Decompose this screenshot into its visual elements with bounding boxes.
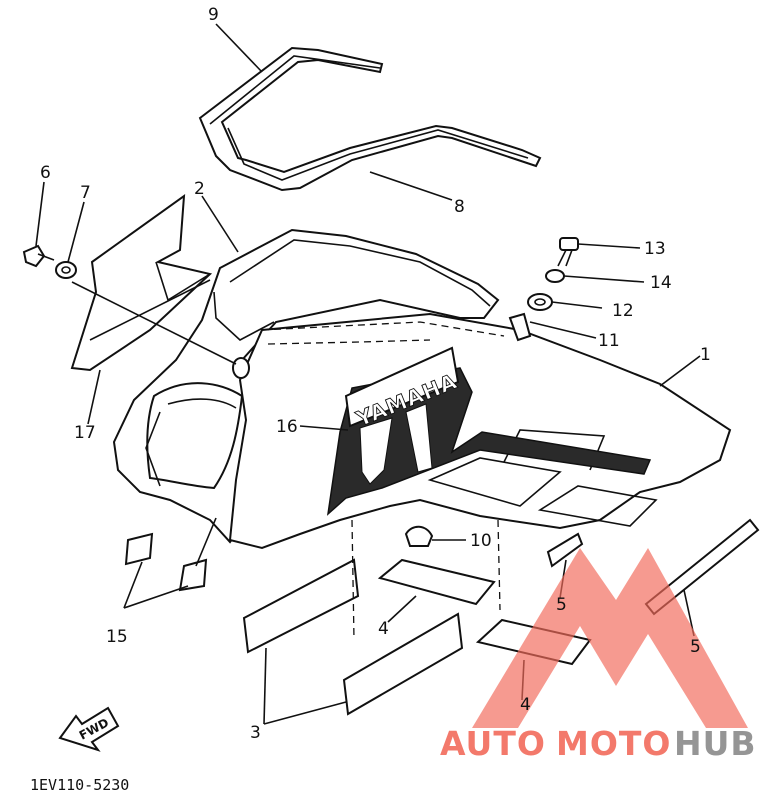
seat-trim-rail: [198, 46, 542, 192]
tail-cowl: [112, 228, 500, 544]
callout-14: 14: [650, 273, 672, 293]
bolt-13: [557, 237, 579, 267]
callout-13: 13: [644, 239, 666, 259]
grommet-left: [232, 357, 250, 379]
diagram-code: 1EV110-5230: [30, 776, 129, 794]
callout-3: 3: [250, 723, 261, 743]
bolt-6: [22, 244, 55, 268]
callout-10: 10: [470, 531, 492, 551]
watermark-text-moto: MOTO: [556, 724, 671, 763]
callout-4a: 4: [378, 619, 389, 639]
watermark-text-hub: HUB: [674, 724, 757, 763]
watermark-text-auto: AUTO: [440, 724, 546, 763]
callout-12: 12: [612, 301, 634, 321]
clip-10: [404, 525, 434, 547]
callout-6: 6: [40, 163, 51, 183]
callout-5a: 5: [556, 595, 567, 615]
collar-11: [508, 312, 532, 342]
callout-16: 16: [276, 417, 298, 437]
callouts: 1 2 3 4 4 5 5 6 7 8 9 10 11 12 13 14 15 …: [40, 5, 711, 743]
watermark-logo: AUTO MOTO HUB: [440, 548, 757, 763]
side-bracket-plate: [70, 193, 213, 372]
grommet-12: [527, 293, 553, 311]
callout-1: 1: [700, 345, 711, 365]
callout-5b: 5: [690, 637, 701, 657]
pads-15: [124, 532, 208, 592]
callout-8: 8: [454, 197, 465, 217]
strips-5: [546, 518, 760, 616]
callout-11: 11: [598, 331, 620, 351]
callout-7: 7: [80, 183, 91, 203]
callout-2: 2: [194, 179, 205, 199]
side-cover: YAMAHA: [228, 312, 732, 550]
callout-4b: 4: [520, 695, 531, 715]
strips-3: [242, 558, 464, 716]
callout-15: 15: [106, 627, 128, 647]
washer-14: [545, 269, 565, 283]
callout-9: 9: [208, 5, 219, 25]
forward-arrow: FWD: [58, 706, 120, 752]
callout-17: 17: [74, 423, 96, 443]
leader-lines: [35, 23, 701, 725]
collar-7: [55, 261, 77, 279]
